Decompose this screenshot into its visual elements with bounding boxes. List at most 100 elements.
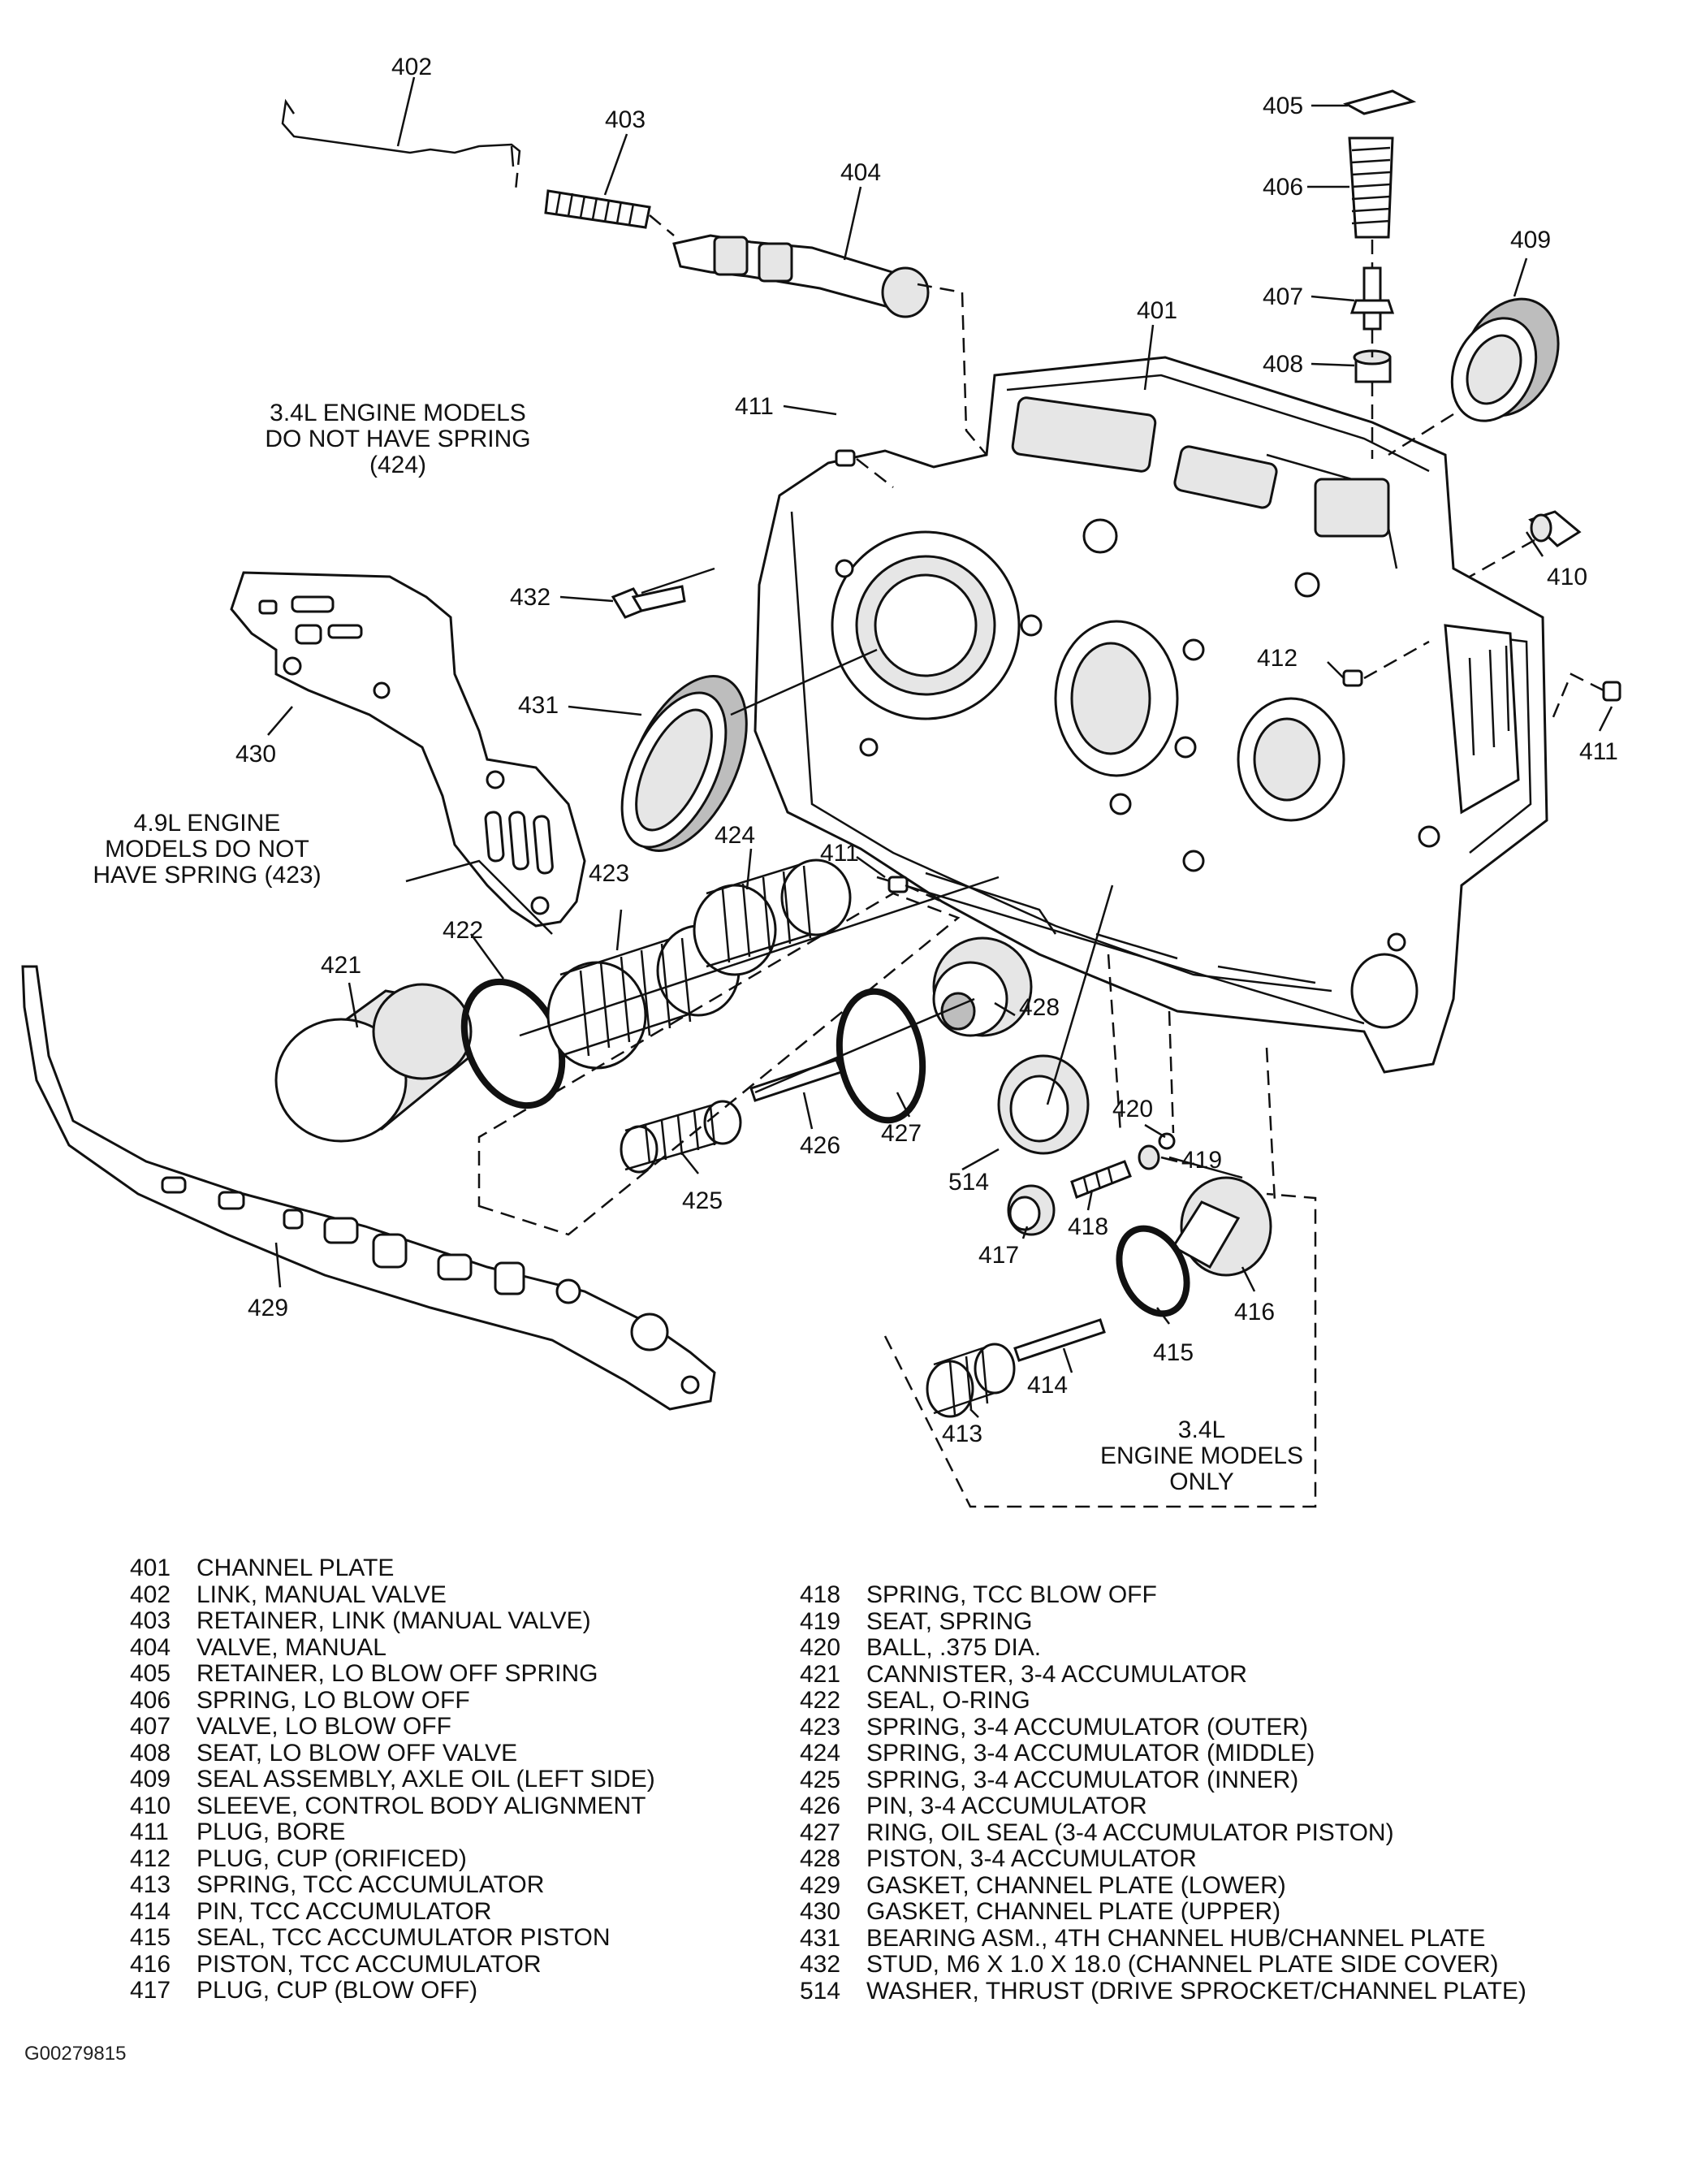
legend-item-description: SLEEVE, CONTROL BODY ALIGNMENT xyxy=(196,1792,646,1819)
callout-432: 432 xyxy=(510,584,551,611)
legend-item-description: SPRING, 3-4 ACCUMULATOR (INNER) xyxy=(866,1766,1299,1793)
axle-oil-seal-409 xyxy=(1450,297,1560,422)
spring-middle-424 xyxy=(693,858,852,976)
legend-item-number: 417 xyxy=(130,1977,171,2004)
legend-item-number: 514 xyxy=(800,1977,841,2005)
thrust-washer-514 xyxy=(997,1054,1090,1155)
callout-404: 404 xyxy=(840,159,881,186)
note-423-line2: MODELS DO NOT xyxy=(105,836,309,863)
legend-item-number: 410 xyxy=(130,1792,171,1819)
legend-item-number: 409 xyxy=(130,1766,171,1793)
legend-item-number: 427 xyxy=(800,1819,841,1846)
callout-423: 423 xyxy=(589,860,629,887)
callout-412: 412 xyxy=(1257,645,1298,672)
legend-item-description: SPRING, LO BLOW OFF xyxy=(196,1686,470,1714)
legend-item: 409 SEAL ASSEMBLY, AXLE OIL (LEFT SIDE) xyxy=(130,1766,655,1793)
bearing-431 xyxy=(620,675,748,852)
callout-422: 422 xyxy=(443,917,483,944)
legend-item-number: 407 xyxy=(130,1713,171,1740)
note-423-line3: HAVE SPRING (423) xyxy=(93,862,321,889)
bore-plug-411-top xyxy=(835,449,856,467)
tcc-piston-seal-415 xyxy=(1116,1225,1190,1317)
legend-item-description: LINK, MANUAL VALVE xyxy=(196,1581,447,1608)
legend-item-number: 418 xyxy=(800,1581,841,1608)
legend-item-number: 408 xyxy=(130,1739,171,1767)
legend-item-number: 416 xyxy=(130,1950,171,1978)
legend-item: 402 LINK, MANUAL VALVE xyxy=(130,1581,655,1609)
callout-402: 402 xyxy=(391,54,432,80)
callout-401: 401 xyxy=(1137,297,1177,324)
legend-item-description: GASKET, CHANNEL PLATE (UPPER) xyxy=(866,1898,1281,1925)
spring-inner-425 xyxy=(620,1100,742,1174)
legend-item-description: VALVE, MANUAL xyxy=(196,1633,386,1661)
legend-item-description: RING, OIL SEAL (3-4 ACCUMULATOR PISTON) xyxy=(866,1819,1394,1846)
cannister-421 xyxy=(274,983,473,1143)
manual-valve-404 xyxy=(672,234,930,318)
callout-409: 409 xyxy=(1510,227,1551,253)
callout-413: 413 xyxy=(942,1421,982,1447)
legend-item: 421 CANNISTER, 3-4 ACCUMULATOR xyxy=(800,1660,1526,1689)
legend-item-number: 402 xyxy=(130,1581,171,1608)
legend-item-description: SEAT, LO BLOW OFF VALVE xyxy=(196,1739,518,1767)
legend-item-description: SEAT, SPRING xyxy=(866,1607,1033,1635)
legend-item-number: 425 xyxy=(800,1766,841,1793)
legend-item-number: 424 xyxy=(800,1740,841,1767)
callout-411-right: 411 xyxy=(1579,738,1618,765)
legend-item-description: SEAL, O-RING xyxy=(866,1687,1030,1714)
channel-plate-401 xyxy=(754,356,1548,1074)
link-retainer-spring-403 xyxy=(544,189,651,229)
legend-item: 424 SPRING, 3-4 ACCUMULATOR (MIDDLE) xyxy=(800,1740,1526,1767)
legend-item: 425 SPRING, 3-4 ACCUMULATOR (INNER) xyxy=(800,1767,1526,1794)
legend-item-description: SPRING, 3-4 ACCUMULATOR (MIDDLE) xyxy=(866,1740,1315,1767)
oil-seal-ring-427 xyxy=(836,988,926,1124)
legend-item-description: GASKET, CHANNEL PLATE (LOWER) xyxy=(866,1871,1286,1899)
callout-430: 430 xyxy=(235,741,276,768)
callout-427: 427 xyxy=(881,1120,922,1147)
legend-item-description: PLUG, CUP (ORIFICED) xyxy=(196,1845,467,1872)
legend-item: 514 WASHER, THRUST (DRIVE SPROCKET/CHANNE… xyxy=(800,1977,1526,2005)
legend-item-number: 421 xyxy=(800,1660,841,1688)
callout-407: 407 xyxy=(1263,283,1303,310)
callout-421: 421 xyxy=(321,952,361,979)
callout-418: 418 xyxy=(1068,1213,1108,1240)
stud-432 xyxy=(611,585,686,619)
callout-419: 419 xyxy=(1181,1147,1222,1174)
legend-item: 429 GASKET, CHANNEL PLATE (LOWER) xyxy=(800,1871,1526,1900)
callout-408: 408 xyxy=(1263,351,1303,378)
legend-item-description: CANNISTER, 3-4 ACCUMULATOR xyxy=(866,1660,1247,1688)
legend-item-number: 432 xyxy=(800,1951,841,1978)
legend-item-description: RETAINER, LO BLOW OFF SPRING xyxy=(196,1660,598,1687)
tcc-pin-414 xyxy=(1013,1318,1106,1362)
legend-item-number: 429 xyxy=(800,1871,841,1899)
legend-item-number: 423 xyxy=(800,1713,841,1741)
note-3-4l-no-spring-424: 3.4L ENGINE MODELS DO NOT HAVE SPRING (4… xyxy=(265,400,530,478)
callout-406: 406 xyxy=(1263,174,1303,201)
callout-420: 420 xyxy=(1112,1096,1153,1122)
tcc-spring-413 xyxy=(926,1343,1016,1418)
note-423-line1: 4.9L ENGINE xyxy=(134,810,281,837)
bore-plug-411-mid xyxy=(887,876,909,893)
legend-item-description: STUD, M6 X 1.0 X 18.0 (CHANNEL PLATE SID… xyxy=(866,1951,1499,1978)
legend-item-number: 422 xyxy=(800,1687,841,1714)
legend-item-number: 426 xyxy=(800,1793,841,1819)
piston-428 xyxy=(932,936,1033,1037)
callout-431: 431 xyxy=(518,692,559,719)
legend-item-description: SPRING, TCC ACCUMULATOR xyxy=(196,1871,545,1898)
callout-415: 415 xyxy=(1153,1339,1194,1366)
legend-item-number: 411 xyxy=(130,1819,169,1845)
callout-411-mid: 411 xyxy=(820,840,859,867)
legend-item-description: WASHER, THRUST (DRIVE SPROCKET/CHANNEL P… xyxy=(866,1977,1526,2005)
legend-item-description: SEAL ASSEMBLY, AXLE OIL (LEFT SIDE) xyxy=(196,1766,655,1793)
pin-426 xyxy=(749,1058,843,1102)
note-only-line3: ONLY xyxy=(1169,1468,1233,1495)
